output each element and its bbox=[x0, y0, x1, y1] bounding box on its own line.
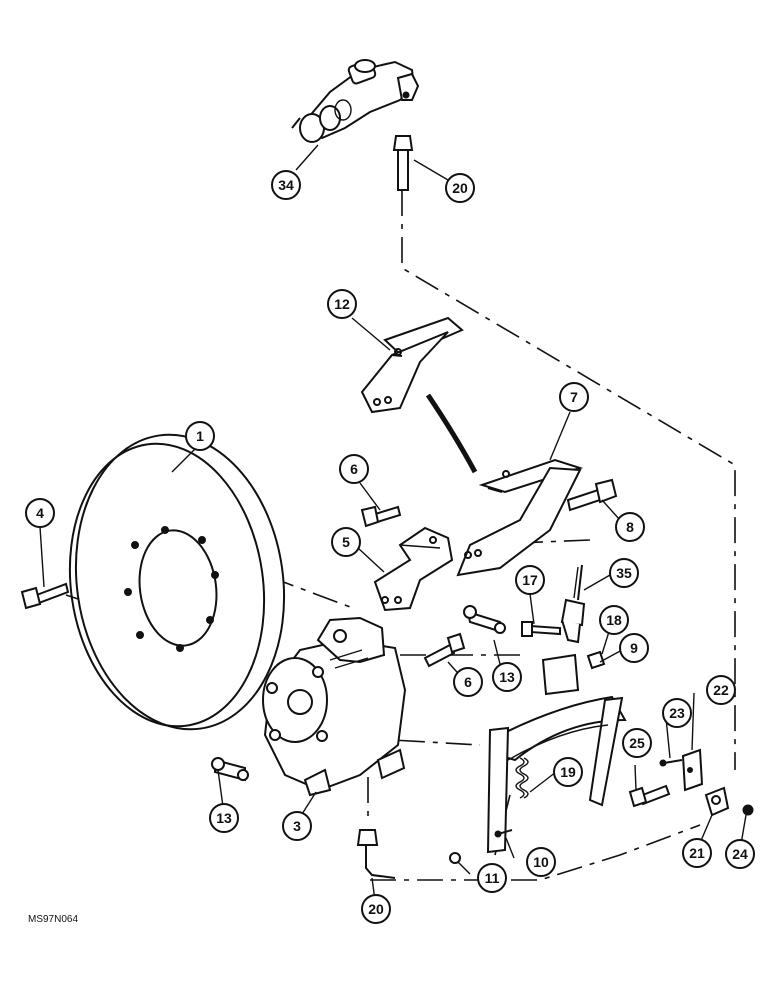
callout-13-upper: 13 bbox=[492, 662, 522, 692]
callout-7: 7 bbox=[559, 382, 589, 412]
callout-18: 18 bbox=[599, 605, 629, 635]
svg-text:3: 3 bbox=[293, 818, 301, 834]
screw-10 bbox=[494, 829, 513, 838]
bolt-8 bbox=[566, 478, 618, 512]
svg-text:23: 23 bbox=[669, 705, 685, 721]
nut-18 bbox=[586, 650, 606, 670]
svg-text:9: 9 bbox=[630, 640, 638, 656]
brake-disc bbox=[68, 433, 286, 731]
svg-text:20: 20 bbox=[452, 180, 468, 196]
brake-line-lower bbox=[356, 829, 396, 879]
svg-text:25: 25 bbox=[629, 735, 645, 751]
svg-text:22: 22 bbox=[713, 682, 729, 698]
bolt-6-lower bbox=[423, 632, 466, 668]
parking-brake-sector bbox=[486, 695, 627, 854]
link-13-upper bbox=[463, 605, 506, 634]
svg-text:20: 20 bbox=[368, 901, 384, 917]
pedal-swing-arc bbox=[425, 393, 478, 474]
svg-text:6: 6 bbox=[464, 674, 472, 690]
svg-text:19: 19 bbox=[560, 764, 576, 780]
callout-6-lower: 6 bbox=[453, 667, 483, 697]
callout-13-lower: 13 bbox=[209, 803, 239, 833]
callout-35: 35 bbox=[609, 558, 639, 588]
callout-5: 5 bbox=[331, 527, 361, 557]
svg-text:11: 11 bbox=[485, 870, 500, 886]
svg-text:13: 13 bbox=[216, 810, 232, 826]
callout-20-upper: 20 bbox=[445, 173, 475, 203]
bolt-6-upper bbox=[360, 505, 402, 528]
clevis-rod bbox=[560, 564, 586, 644]
callout-3: 3 bbox=[282, 811, 312, 841]
svg-text:12: 12 bbox=[334, 296, 350, 312]
callout-12: 12 bbox=[327, 289, 357, 319]
callout-11: 11 bbox=[477, 863, 507, 893]
svg-text:5: 5 bbox=[342, 534, 350, 550]
callout-25: 25 bbox=[622, 728, 652, 758]
callout-34: 34 bbox=[271, 170, 301, 200]
callout-19: 19 bbox=[553, 757, 583, 787]
svg-text:17: 17 bbox=[522, 572, 538, 588]
svg-text:24: 24 bbox=[732, 846, 748, 862]
plate-22 bbox=[681, 748, 704, 792]
callout-17: 17 bbox=[515, 565, 545, 595]
callout-10: 10 bbox=[526, 847, 556, 877]
svg-text:1: 1 bbox=[196, 428, 204, 444]
svg-text:34: 34 bbox=[278, 177, 294, 193]
callout-23: 23 bbox=[662, 698, 692, 728]
svg-text:6: 6 bbox=[350, 461, 358, 477]
master-cylinder bbox=[291, 59, 420, 143]
brake-pedal-upper bbox=[360, 316, 464, 414]
nut-11 bbox=[449, 852, 461, 864]
svg-text:7: 7 bbox=[570, 389, 578, 405]
link-13-lower bbox=[211, 757, 249, 782]
callout-22: 22 bbox=[706, 675, 736, 705]
svg-text:10: 10 bbox=[533, 854, 549, 870]
pedal-bracket bbox=[373, 526, 454, 612]
bolt-25 bbox=[628, 784, 671, 808]
bolt-4 bbox=[20, 582, 70, 610]
svg-text:13: 13 bbox=[499, 669, 515, 685]
callout-1: 1 bbox=[185, 421, 215, 451]
brake-pedal-lower bbox=[456, 458, 584, 577]
cable-plate bbox=[541, 653, 580, 696]
brake-caliper bbox=[262, 616, 407, 797]
brake-line-fitting-top bbox=[392, 135, 414, 191]
callout-21: 21 bbox=[682, 838, 712, 868]
callout-9: 9 bbox=[619, 633, 649, 663]
svg-text:35: 35 bbox=[616, 565, 632, 581]
spring-19 bbox=[515, 757, 529, 799]
callout-4: 4 bbox=[25, 498, 55, 528]
svg-text:18: 18 bbox=[606, 612, 622, 628]
callout-20-lower: 20 bbox=[361, 894, 391, 924]
callout-24: 24 bbox=[725, 839, 755, 869]
nut-24 bbox=[742, 804, 754, 816]
clip-21 bbox=[704, 786, 730, 817]
screw-23 bbox=[659, 759, 683, 767]
svg-text:21: 21 bbox=[689, 845, 705, 861]
callout-6-upper: 6 bbox=[339, 454, 369, 484]
bolt-17 bbox=[521, 621, 561, 637]
svg-text:8: 8 bbox=[626, 519, 634, 535]
figure-reference-code: MS97N064 bbox=[28, 914, 78, 925]
svg-text:4: 4 bbox=[36, 505, 44, 521]
callout-8: 8 bbox=[615, 512, 645, 542]
